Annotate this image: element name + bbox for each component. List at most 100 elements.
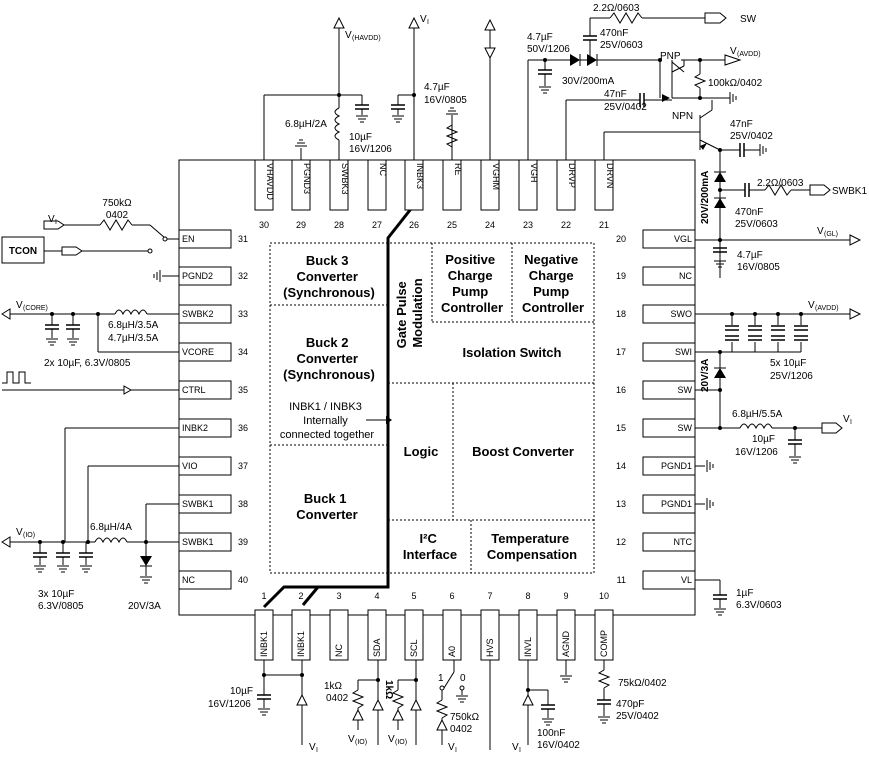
pin-name: CTRL (182, 385, 206, 395)
r-sda-b: 0402 (326, 693, 349, 704)
pin-name: PGND2 (182, 271, 213, 281)
block-gate-pulse: Gate Pulse Modulation (394, 278, 425, 349)
vi-top-sub: I (427, 19, 429, 26)
pin-name: A0 (447, 646, 457, 657)
pin-number: 21 (599, 220, 609, 230)
pin-number: 23 (523, 220, 533, 230)
block-logic: Logic (404, 444, 439, 459)
pin-name: SCL (409, 639, 419, 657)
pin-name: VHAVDD (265, 163, 275, 200)
vio-bot-label-2: V (388, 734, 395, 745)
vi-right-label: V (843, 414, 850, 425)
vi-bot-label-1: V (309, 742, 316, 753)
vcore-sub: (CORE) (23, 305, 48, 312)
c-vl-a: 1µF (736, 588, 753, 599)
r-swbk1-label: 2.2Ω/0603 (757, 178, 804, 189)
d-vgl-label: 20V/200mA (700, 171, 711, 224)
c-io-a: 3x 10µF (38, 589, 74, 600)
block-positive-charge-pump: Positive Charge Pump Controller (441, 252, 503, 315)
swbk1-ext-label: SWBK1 (832, 186, 867, 197)
top-pins: VHAVDD30PGND329SWBK328NC27INBK326RE25VGH… (254, 159, 615, 230)
pin-number: 19 (616, 271, 626, 281)
pin-name: INBK2 (182, 423, 208, 433)
vgl-label: V (817, 226, 824, 237)
pin-number: 14 (616, 461, 626, 471)
pin-name: HVS (485, 638, 495, 657)
pin-name: NC (334, 644, 344, 657)
pin-name: PGND1 (661, 461, 692, 471)
l-bk2-b: 4.7µH/3.5A (108, 333, 159, 344)
r750-label: 750kΩ (102, 198, 132, 209)
avdd-right-label: V (808, 300, 815, 311)
vi-right-sub: I (850, 419, 852, 426)
pin-name: INVL (523, 637, 533, 657)
vio-bot-label-1: V (348, 734, 355, 745)
pin-name: VGHM (491, 163, 501, 190)
block-isolation-switch: Isolation Switch (463, 345, 562, 360)
pin-name: INBK1 (259, 631, 269, 657)
pin-bottom-3: NC3 (329, 591, 349, 661)
c-vgl2-a: 470nF (735, 207, 763, 218)
pin-name: VIO (182, 461, 198, 471)
havdd-sub: (HAVDD) (352, 35, 381, 42)
c-sw-a: 470nF (600, 28, 628, 39)
c-sw-b: 25V/0603 (600, 40, 643, 51)
r750-pkg: 0402 (106, 210, 129, 221)
vgl-sub: (GL) (824, 231, 838, 238)
r-pnp-label: 100kΩ/0402 (708, 78, 763, 89)
pin-right-14: PGND1 14 (616, 456, 696, 476)
vio-bot-sub-1: (IO) (355, 739, 367, 746)
pin-name: EN (182, 234, 195, 244)
pin-name: SWBK1 (182, 499, 214, 509)
c-inbk1-a: 10µF (230, 686, 253, 697)
pin-name: NTC (674, 537, 693, 547)
pin-name: SW (678, 423, 693, 433)
pin-name: SWBK3 (340, 163, 350, 195)
bottom-pins: INBK11INBK12NC3SDA4SCL5A06HVS7INVL8AGND9… (254, 591, 614, 661)
pin-name: VGL (674, 234, 692, 244)
vcore-label: V (16, 300, 23, 311)
c-comp-b: 25V/0402 (616, 711, 659, 722)
block-boost: Boost Converter (472, 444, 574, 459)
right-pins: VGL20NC19SWO18SWI17SW16SW15PGND114PGND11… (616, 229, 696, 590)
pin-name: INBK1 (296, 631, 306, 657)
l-bk1-label: 6.8µH/4A (90, 522, 132, 533)
block-buck1: Buck 1 Converter (296, 491, 357, 522)
pin-number: 4 (374, 591, 379, 601)
pin-number: 10 (599, 591, 609, 601)
pin-number: 1 (261, 591, 266, 601)
c-inbk3-b: 16V/0805 (424, 95, 467, 106)
havdd-label: V (345, 30, 352, 41)
pin-number: 37 (238, 461, 248, 471)
c-io-b: 6.3V/0805 (38, 601, 84, 612)
inbk-note: INBK1 / INBK3 Internally connected toget… (280, 401, 375, 441)
c-invl-b: 16V/0402 (537, 740, 580, 751)
a0-zero: 0 (460, 673, 466, 684)
avdd-right-sub: (AVDD) (815, 305, 839, 312)
l-sw-label: 6.8µH/5.5A (732, 409, 783, 420)
c-vgl-b: 16V/0805 (737, 262, 780, 273)
en-vi-sub: I (55, 219, 57, 226)
c-vgl-a: 4.7µF (737, 250, 763, 261)
pin-name: SWI (675, 347, 692, 357)
pin-name: DRVP (567, 163, 577, 188)
